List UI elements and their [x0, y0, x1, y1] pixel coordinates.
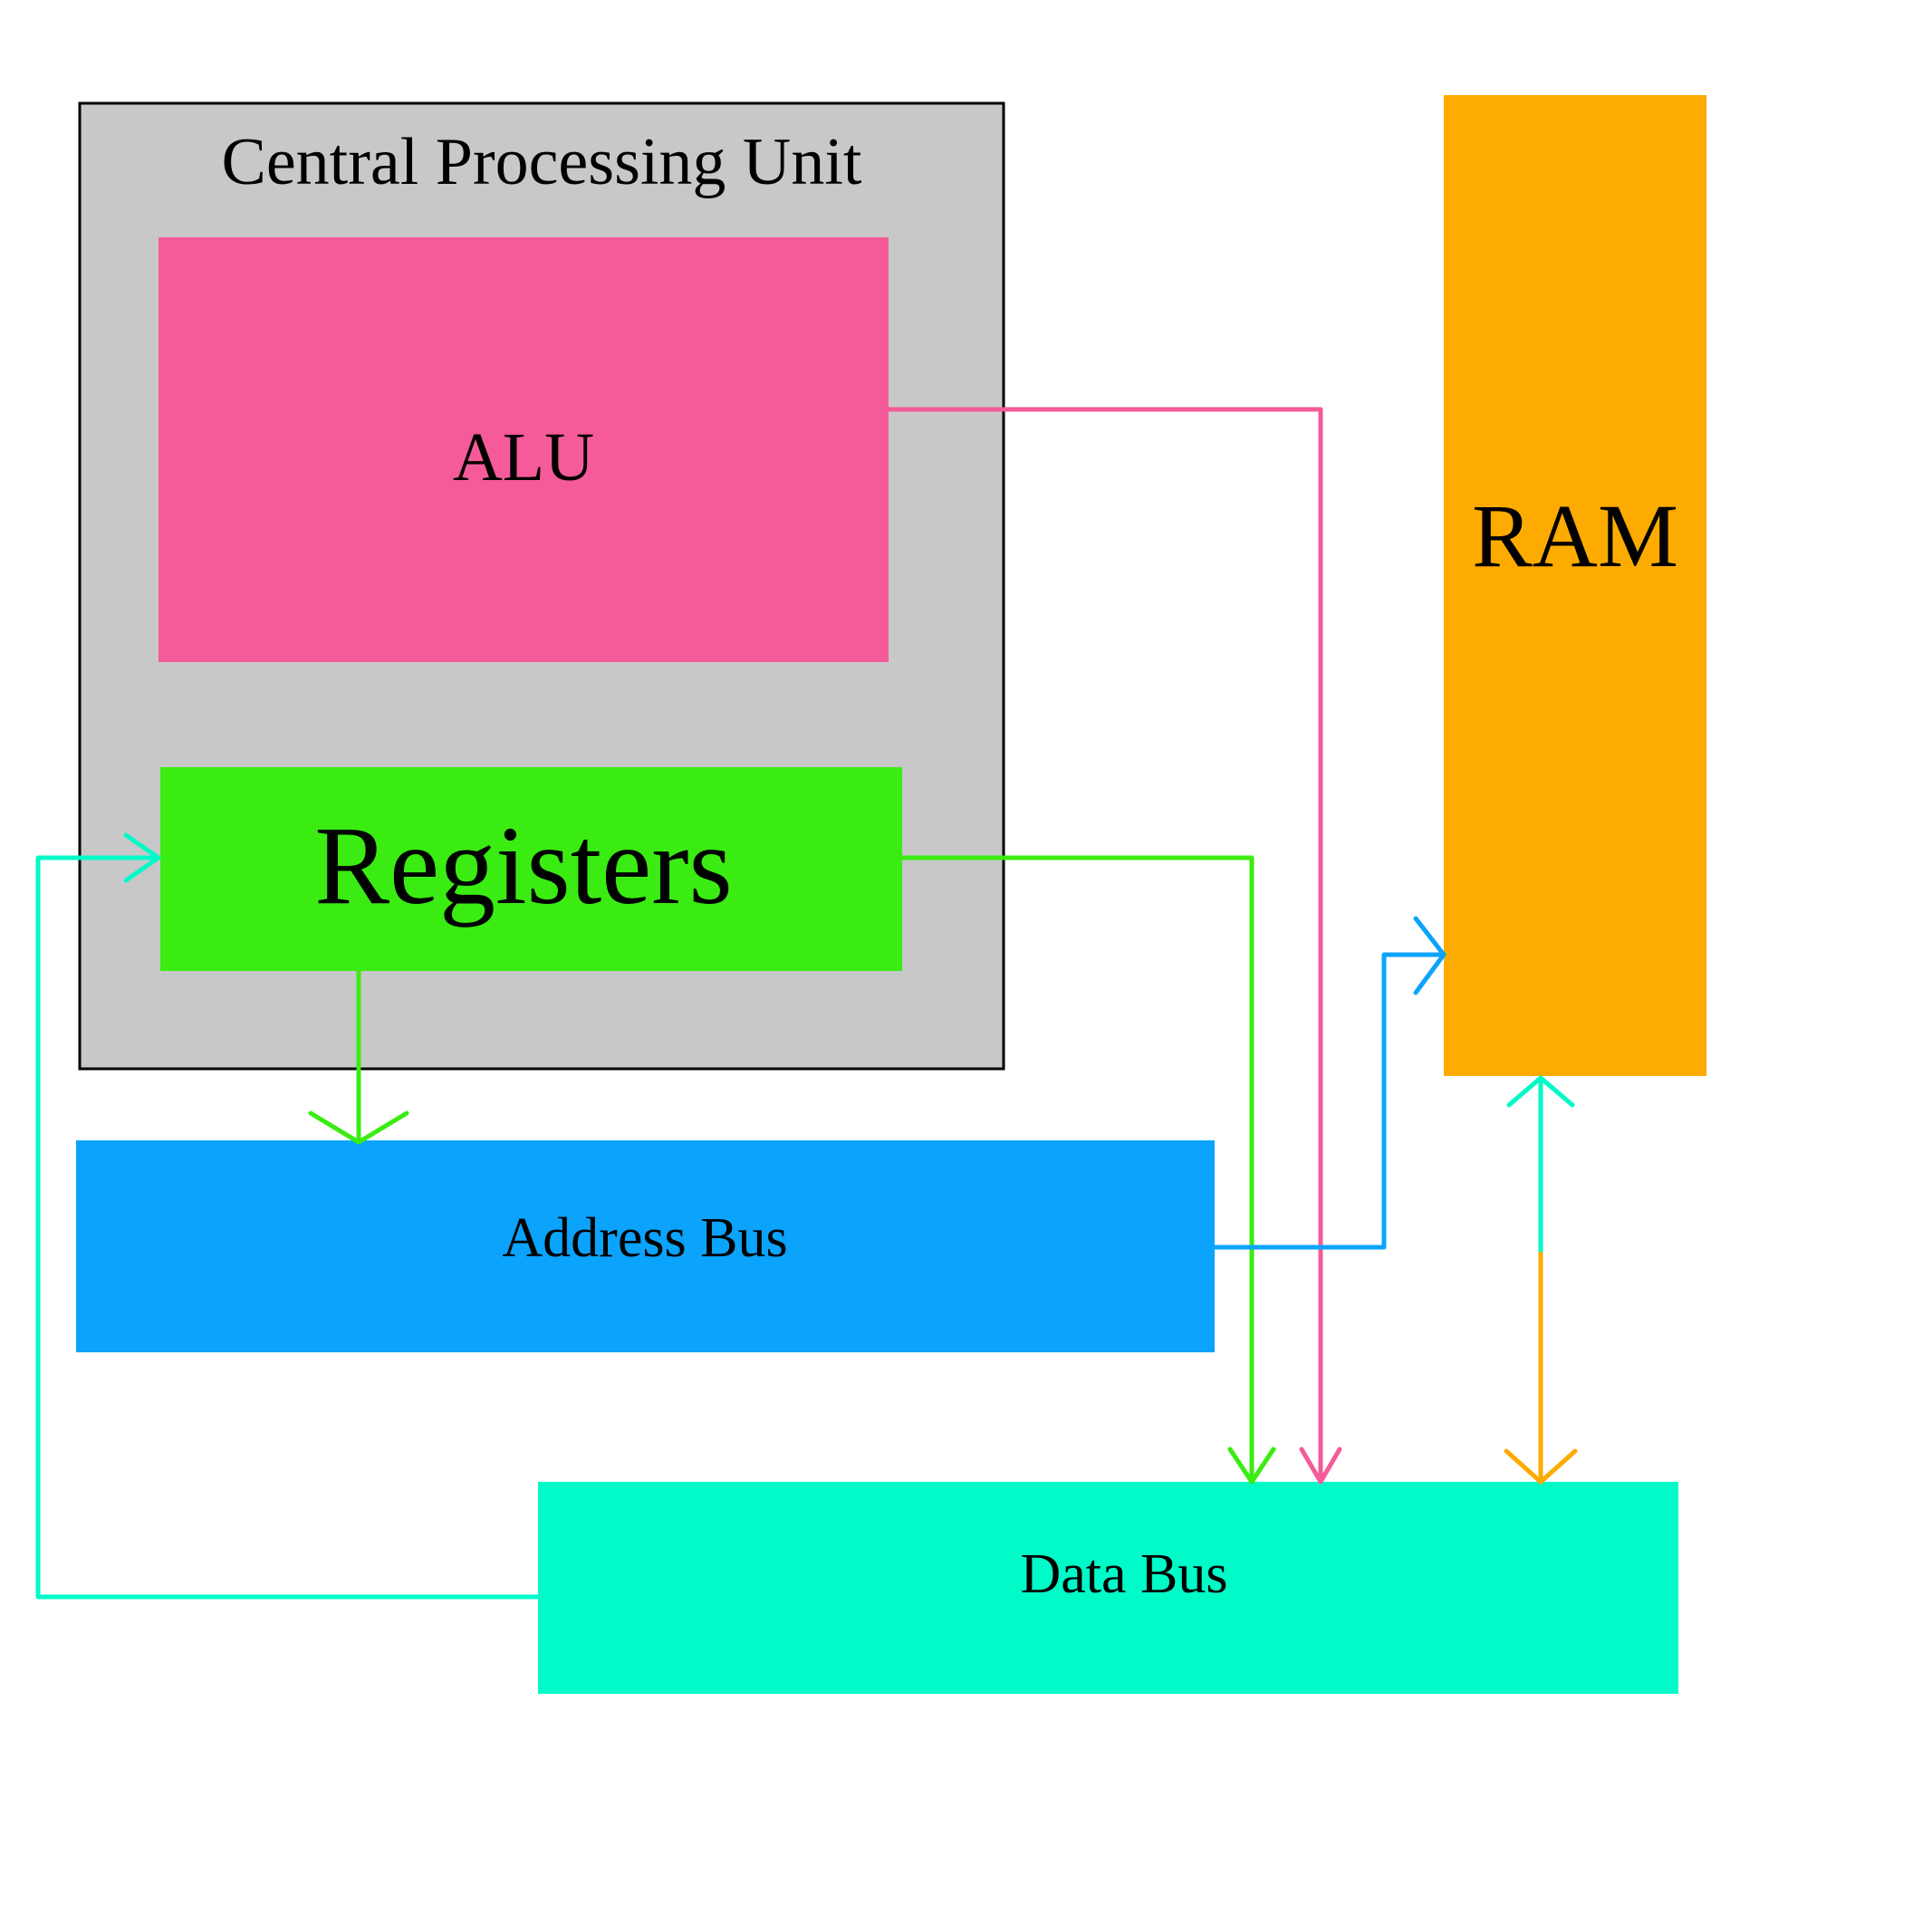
data-bus-to-registers-arrowhead [123, 832, 161, 883]
alu-to-data-bus-arrow [886, 407, 1323, 1485]
address-bus-box [76, 1140, 1215, 1352]
data-bus-to-registers-arrow [35, 855, 541, 1600]
alu-to-data-bus-arrowhead [1299, 1447, 1342, 1485]
registers-label: Registers [314, 803, 733, 928]
ram-box [1444, 95, 1706, 1076]
address-bus-label: Address Bus [502, 1207, 787, 1269]
data-bus-box [538, 1482, 1678, 1694]
alu-label: ALU [453, 419, 594, 495]
registers-to-data-bus-arrowhead [1227, 1447, 1276, 1485]
address-bus-to-ram-arrowhead [1413, 916, 1447, 995]
ram-to-data-bus-arrowhead [1504, 1448, 1578, 1485]
address-bus-to-ram-arrow [1212, 952, 1447, 1250]
data-bus-label: Data Bus [1020, 1543, 1227, 1605]
data-bus-to-ram-arrowhead [1506, 1075, 1575, 1108]
registers-to-data-bus-arrow [899, 855, 1254, 1485]
ram-label: RAM [1472, 485, 1678, 586]
registers-to-address-bus-arrowhead [308, 1110, 409, 1145]
alu-box [159, 237, 889, 662]
registers-box [160, 767, 902, 971]
cpu-label: Central Processing Unit [221, 125, 861, 199]
